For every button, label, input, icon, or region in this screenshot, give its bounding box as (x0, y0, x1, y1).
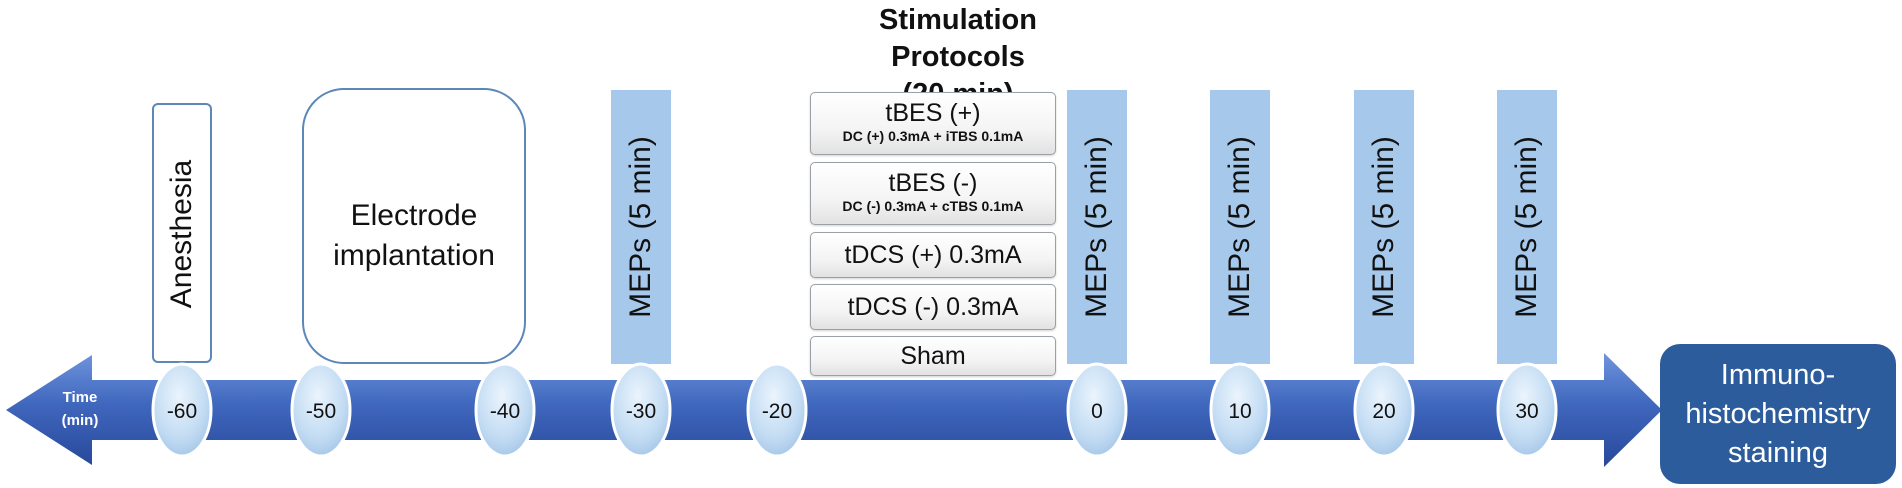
meps-box-baseline (611, 90, 671, 364)
time-node-ellipse (1353, 362, 1415, 458)
electrode-label-line2: implantation (333, 239, 495, 272)
time-node-ellipse (1496, 362, 1558, 458)
time-node-ellipse (610, 362, 672, 458)
anesthesia-box (152, 103, 212, 363)
protocol-tbes-minus: tBES (-) DC (-) 0.3mA + cTBS 0.1mA (810, 162, 1056, 225)
meps-box-30 (1497, 90, 1557, 364)
time-node-label: -40 (490, 400, 520, 423)
protocol-tdcs-plus-label: tDCS (+) 0.3mA (844, 241, 1022, 269)
time-node-ellipse (746, 362, 808, 458)
stimulation-title-line1: Stimulation Protocols (879, 4, 1037, 73)
electrode-implantation-label: Electrode implantation (302, 196, 526, 276)
time-node--50: -50 (290, 362, 352, 458)
protocol-sham-label: Sham (900, 342, 966, 370)
electrode-label-line1: Electrode (350, 199, 478, 232)
time-axis-label-line2: (min) (62, 412, 99, 429)
time-node-ellipse (474, 362, 536, 458)
electrode-implantation-box (302, 88, 526, 364)
protocol-tdcs-minus: tDCS (-) 0.3mA (810, 284, 1056, 330)
time-node-label: 0 (1091, 400, 1103, 423)
time-node-label: 10 (1228, 400, 1251, 423)
end-box-line3: staining (1728, 436, 1828, 469)
meps-box-0 (1067, 90, 1127, 364)
protocol-tdcs-plus: tDCS (+) 0.3mA (810, 232, 1056, 278)
time-node--20: -20 (746, 362, 808, 458)
immunohistochemistry-box: Immuno- histochemistry staining (1660, 344, 1896, 484)
time-node-label: -60 (167, 400, 197, 423)
time-axis-label-line1: Time (63, 389, 98, 406)
time-node--40: -40 (474, 362, 536, 458)
time-node-ellipse (151, 362, 213, 458)
time-node-label: -20 (762, 400, 792, 423)
protocol-tbes-plus-label: tBES (+) (885, 99, 981, 127)
protocol-tdcs-minus-label: tDCS (-) 0.3mA (847, 293, 1019, 321)
protocol-tbes-plus-detail: DC (+) 0.3mA + iTBS 0.1mA (842, 128, 1024, 144)
meps-box-20 (1354, 90, 1414, 364)
time-node-label: -50 (306, 400, 336, 423)
time-node-20: 20 (1353, 362, 1415, 458)
time-node-30: 30 (1496, 362, 1558, 458)
time-node-label: 20 (1372, 400, 1395, 423)
protocol-tbes-minus-detail: DC (-) 0.3mA + cTBS 0.1mA (842, 198, 1024, 214)
protocol-tbes-plus: tBES (+) DC (+) 0.3mA + iTBS 0.1mA (810, 92, 1056, 155)
protocol-sham: Sham (810, 336, 1056, 376)
protocol-tbes-minus-label: tBES (-) (888, 169, 978, 197)
time-node-ellipse (1209, 362, 1271, 458)
time-node--30: -30 (610, 362, 672, 458)
time-node-label: 30 (1515, 400, 1538, 423)
meps-box-10 (1210, 90, 1270, 364)
time-node-10: 10 (1209, 362, 1271, 458)
time-node-ellipse (290, 362, 352, 458)
time-node--60: -60 (151, 362, 213, 458)
end-box-line2: histochemistry (1685, 397, 1871, 430)
time-node-0: 0 (1066, 362, 1128, 458)
time-node-label: -30 (626, 400, 656, 423)
time-node-ellipse (1066, 362, 1128, 458)
end-box-line1: Immuno- (1720, 358, 1836, 391)
